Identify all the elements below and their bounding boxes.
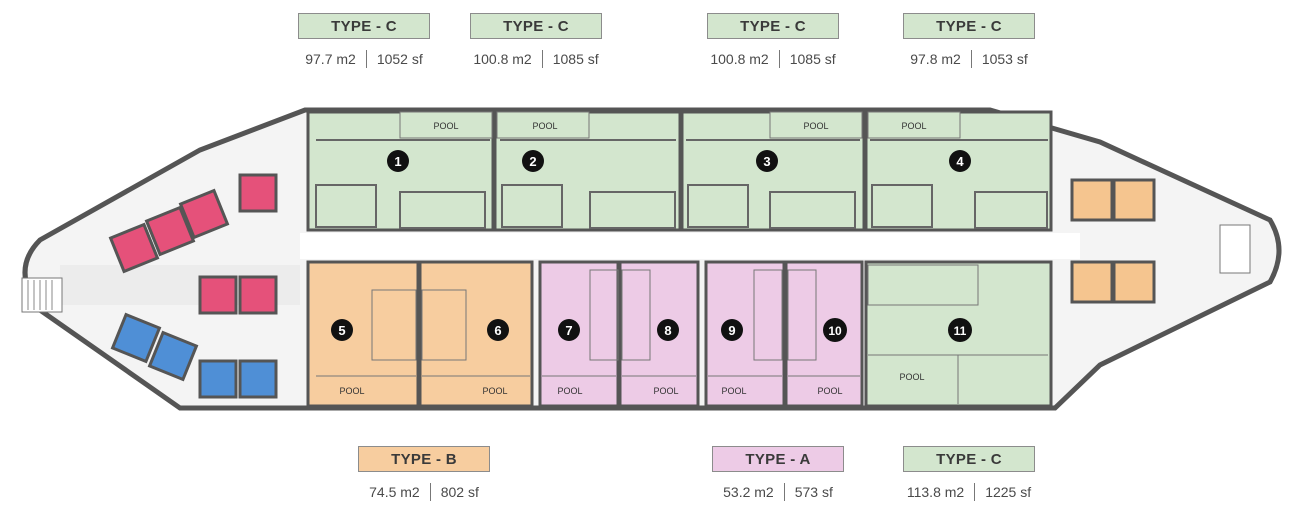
bottom-interior-walls <box>316 264 1048 404</box>
type-a-tag: TYPE - A <box>712 446 844 472</box>
pool-label: POOL <box>721 386 746 396</box>
unit-number: 7 <box>565 323 572 338</box>
area-sf: 1052 sf <box>376 51 423 67</box>
area-sf: 1085 sf <box>552 51 599 67</box>
unit-marker <box>522 150 544 172</box>
pool-label: POOL <box>803 121 828 131</box>
separator <box>970 50 972 68</box>
pool-label: POOL <box>433 121 458 131</box>
type-c-tag-2: TYPE - C <box>470 13 602 39</box>
area-m2: 97.8 m2 <box>910 51 961 67</box>
unit-marker <box>756 150 778 172</box>
area-sf: 1225 sf <box>985 484 1032 500</box>
unit-marker <box>823 318 847 342</box>
area-sf: 802 sf <box>440 484 479 500</box>
area-m2: 74.5 m2 <box>369 484 420 500</box>
area-c-bottom: 113.8 m2 1225 sf <box>889 483 1049 501</box>
unit-marker <box>387 150 409 172</box>
unit-number: 2 <box>529 154 536 169</box>
stair-treads <box>27 280 53 310</box>
unit-number: 6 <box>494 323 501 338</box>
unit-marker <box>558 319 580 341</box>
area-sf: 1085 sf <box>789 51 836 67</box>
area-4: 97.8 m2 1053 sf <box>889 50 1049 68</box>
blue-lifts <box>110 312 278 399</box>
type-label: TYPE - B <box>391 450 457 468</box>
separator <box>365 50 367 68</box>
area-m2: 100.8 m2 <box>473 51 532 67</box>
unit-marker <box>948 318 972 342</box>
type-c-tag-5: TYPE - C <box>903 446 1035 472</box>
area-1: 97.7 m2 1052 sf <box>284 50 444 68</box>
unit-number: 3 <box>763 154 770 169</box>
type-label: TYPE - C <box>503 17 569 35</box>
type-label: TYPE - C <box>936 17 1002 35</box>
pool-label: POOL <box>817 386 842 396</box>
area-m2: 100.8 m2 <box>710 51 769 67</box>
pool-label: POOL <box>482 386 507 396</box>
red-lifts <box>108 173 278 315</box>
unit-numbers: 1 2 3 4 5 6 7 8 9 10 11 <box>331 150 972 342</box>
unit-marker <box>657 319 679 341</box>
east-stair <box>1219 224 1251 274</box>
top-pools <box>399 111 961 139</box>
separator <box>783 483 785 501</box>
pool-label: POOL <box>532 121 557 131</box>
area-m2: 113.8 m2 <box>906 484 965 500</box>
type-c-tag-3: TYPE - C <box>707 13 839 39</box>
type-c-tag-4: TYPE - C <box>903 13 1035 39</box>
pool-label: POOL <box>901 121 926 131</box>
separator <box>974 483 976 501</box>
orange-lifts <box>1070 178 1156 304</box>
unit-marker <box>721 319 743 341</box>
unit-number: 9 <box>728 323 735 338</box>
pool-label: POOL <box>653 386 678 396</box>
area-3: 100.8 m2 1085 sf <box>693 50 853 68</box>
unit-marker <box>331 319 353 341</box>
corridor <box>300 233 1080 259</box>
unit-number: 4 <box>956 154 964 169</box>
area-sf: 573 sf <box>794 484 833 500</box>
unit-number: 5 <box>338 323 345 338</box>
type-label: TYPE - C <box>740 17 806 35</box>
unit-number: 10 <box>828 324 842 338</box>
separator <box>429 483 431 501</box>
unit-marker <box>949 150 971 172</box>
type-label: TYPE - A <box>745 450 811 468</box>
area-2: 100.8 m2 1085 sf <box>456 50 616 68</box>
separator <box>778 50 780 68</box>
unit-marker <box>487 319 509 341</box>
area-m2: 97.7 m2 <box>305 51 356 67</box>
pool-label: POOL <box>557 386 582 396</box>
pool-label: POOL <box>899 372 924 382</box>
pool-label: POOL <box>339 386 364 396</box>
area-b: 74.5 m2 802 sf <box>344 483 504 501</box>
type-c-tag-1: TYPE - C <box>298 13 430 39</box>
west-stair <box>21 277 63 313</box>
type-label: TYPE - C <box>936 450 1002 468</box>
unit-number: 8 <box>664 323 671 338</box>
bottom-units <box>306 260 1053 408</box>
area-m2: 53.2 m2 <box>723 484 774 500</box>
unit-number: 11 <box>954 324 967 338</box>
unit-number: 1 <box>394 154 401 169</box>
separator <box>541 50 543 68</box>
type-label: TYPE - C <box>331 17 397 35</box>
top-interior-walls <box>315 139 1048 229</box>
type-b-tag: TYPE - B <box>358 446 490 472</box>
area-a: 53.2 m2 573 sf <box>698 483 858 501</box>
area-sf: 1053 sf <box>981 51 1028 67</box>
